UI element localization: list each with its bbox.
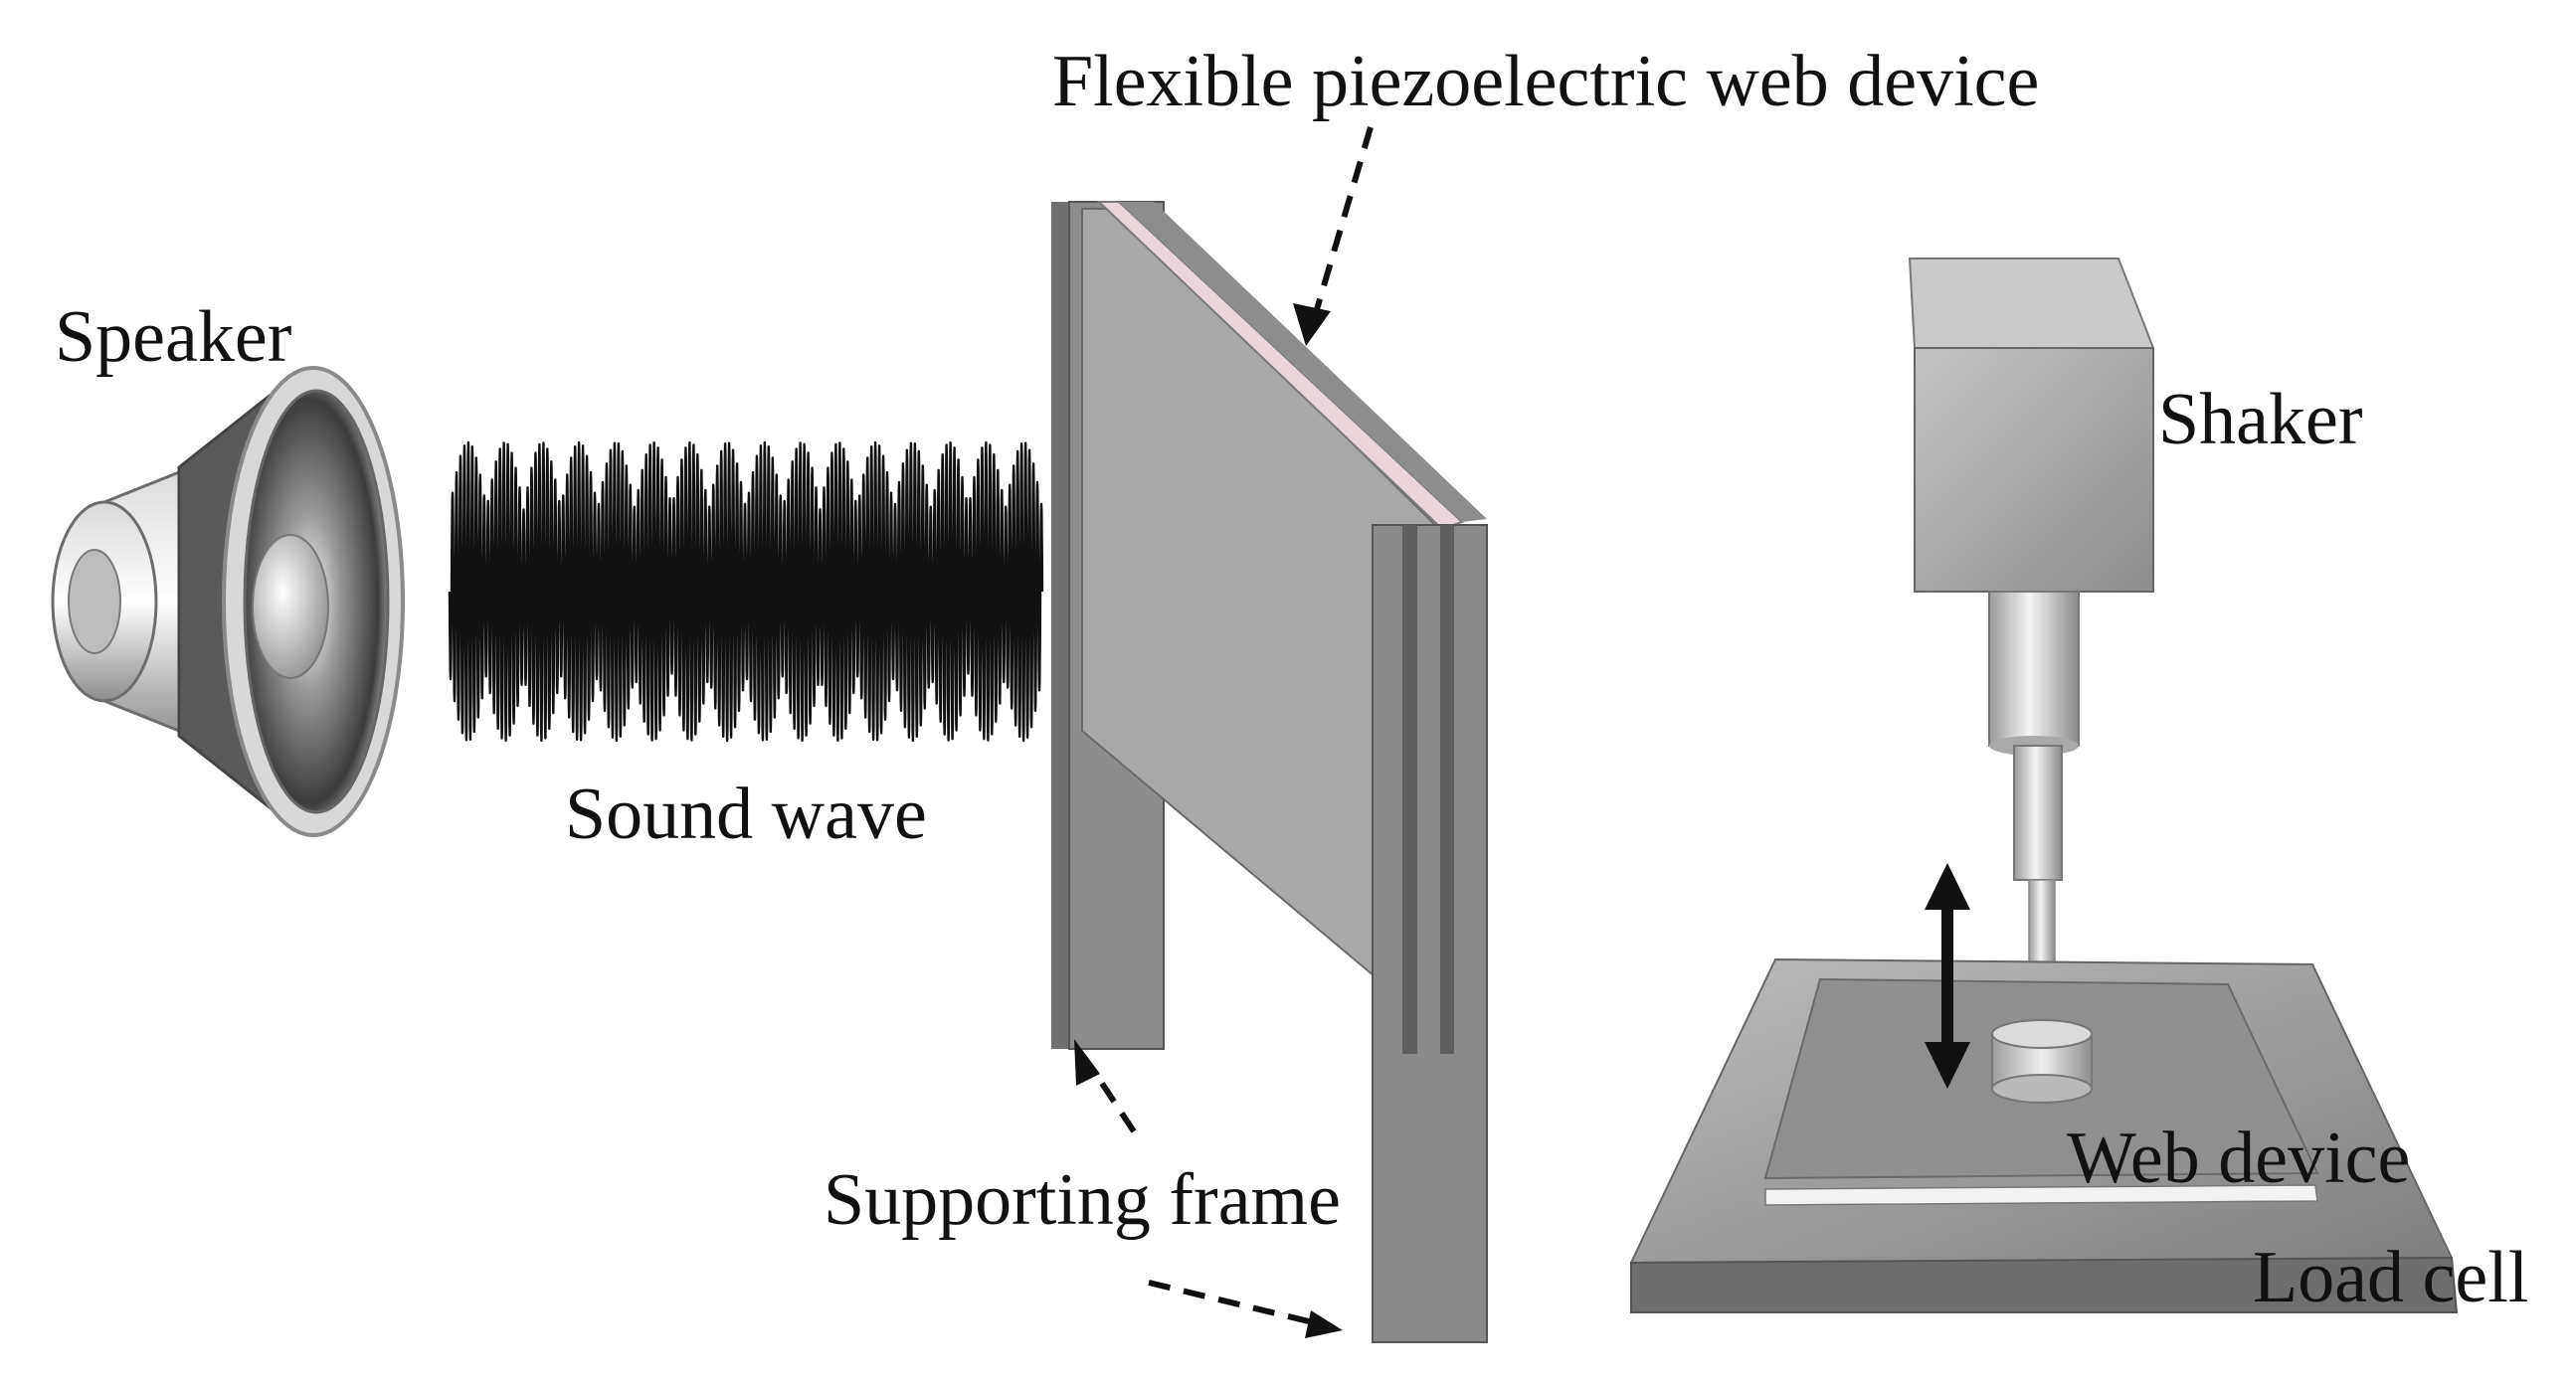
sound-wave-label: Sound wave (565, 774, 927, 855)
flexible-piezoelectric-device (1051, 201, 1488, 1343)
shaker-label: Shaker (2158, 379, 2363, 460)
web-device (1991, 1019, 2093, 1104)
frame-pointer-arrows (1074, 1039, 1343, 1338)
flexible-device-label: Flexible piezoelectric web device (1052, 41, 2040, 122)
speaker-icon (51, 366, 405, 837)
supporting-frame-label: Supporting frame (824, 1159, 1341, 1241)
load-cell-label: Load cell (2253, 1237, 2529, 1318)
vibration-double-arrow (1925, 863, 1970, 1089)
speaker-label: Speaker (55, 296, 292, 378)
web-device-label: Web device (2067, 1118, 2411, 1199)
load-cell (1629, 957, 2459, 1313)
membrane-pointer-arrow (1293, 126, 1374, 346)
sound-wave (448, 440, 1044, 743)
